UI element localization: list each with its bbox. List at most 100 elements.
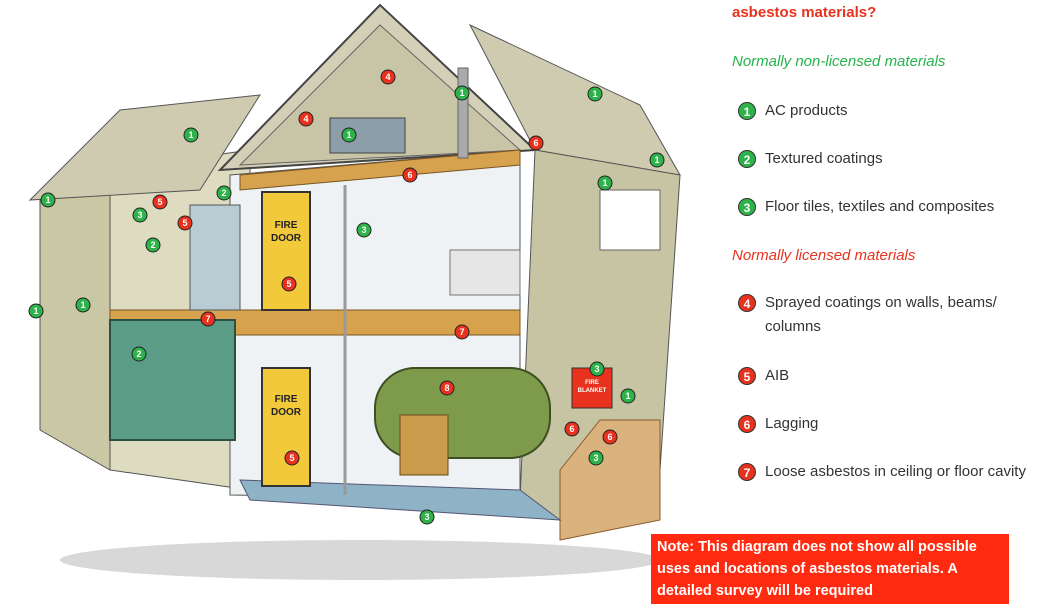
svg-text:6: 6 bbox=[407, 170, 412, 180]
marker-6: 6 bbox=[402, 167, 418, 183]
legend-item-label: Sprayed coatings on walls, beams/ column… bbox=[765, 294, 997, 335]
legend-number-badge: 5 bbox=[738, 367, 756, 385]
legend-item-5: 5 AIB bbox=[738, 364, 1028, 388]
svg-text:6: 6 bbox=[533, 138, 538, 148]
legend-item-6: 6 Lagging bbox=[738, 412, 1028, 436]
svg-text:8: 8 bbox=[444, 383, 449, 393]
svg-text:5: 5 bbox=[286, 279, 291, 289]
svg-text:4: 4 bbox=[303, 114, 308, 124]
svg-text:2: 2 bbox=[221, 188, 226, 198]
marker-5: 5 bbox=[177, 215, 193, 231]
legend-number-badge: 1 bbox=[738, 102, 756, 120]
svg-text:1: 1 bbox=[625, 391, 630, 401]
svg-text:1: 1 bbox=[45, 195, 50, 205]
svg-text:2: 2 bbox=[136, 349, 141, 359]
wooden-cabinet bbox=[399, 414, 449, 476]
diagram-markers: 1 1 1 1 1 1 1 1 1 1 2 2 2 3 3 3 3 3 4 4 … bbox=[28, 69, 665, 525]
marker-1: 1 bbox=[620, 388, 636, 404]
legend-number-badge: 6 bbox=[738, 415, 756, 433]
marker-1: 1 bbox=[28, 303, 44, 319]
svg-text:1: 1 bbox=[592, 89, 597, 99]
legend-item-4: 4 Sprayed coatings on walls, beams/ colu… bbox=[738, 291, 1028, 339]
attic-floor-joists bbox=[239, 149, 521, 191]
marker-4: 4 bbox=[380, 69, 396, 85]
svg-text:5: 5 bbox=[157, 197, 162, 207]
legend-panel: asbestos materials? Normally non-license… bbox=[720, 0, 1037, 604]
svg-text:FIRE: FIRE bbox=[275, 220, 298, 231]
legend-item-label: AC products bbox=[765, 102, 848, 119]
svg-text:1: 1 bbox=[346, 130, 351, 140]
marker-3: 3 bbox=[419, 509, 435, 525]
house-illustration: FIRE DOOR FIRE DOOR FIRE BLANKET 1 1 1 1… bbox=[28, 3, 681, 580]
marker-1: 1 bbox=[341, 127, 357, 143]
fire-blanket: FIRE BLANKET bbox=[571, 367, 613, 409]
svg-text:DOOR: DOOR bbox=[271, 233, 302, 244]
marker-2: 2 bbox=[216, 185, 232, 201]
svg-text:5: 5 bbox=[182, 218, 187, 228]
marker-1: 1 bbox=[183, 127, 199, 143]
ground-shadow bbox=[60, 540, 660, 580]
svg-text:DOOR: DOOR bbox=[271, 407, 302, 418]
svg-text:1: 1 bbox=[459, 88, 464, 98]
svg-text:1: 1 bbox=[80, 300, 85, 310]
svg-text:BLANKET: BLANKET bbox=[578, 388, 607, 394]
marker-3: 3 bbox=[588, 450, 604, 466]
left-wing-roof bbox=[28, 94, 261, 201]
svg-text:4: 4 bbox=[385, 72, 390, 82]
marker-1: 1 bbox=[454, 85, 470, 101]
marker-7: 7 bbox=[454, 324, 470, 340]
flue-pipe bbox=[457, 67, 469, 159]
legend-item-1: 1 AC products bbox=[738, 99, 1028, 123]
svg-text:1: 1 bbox=[188, 130, 193, 140]
marker-5: 5 bbox=[284, 450, 300, 466]
marker-5: 5 bbox=[152, 194, 168, 210]
marker-3: 3 bbox=[356, 222, 372, 238]
right-wing-window bbox=[599, 189, 661, 251]
marker-5: 5 bbox=[281, 276, 297, 292]
svg-text:1: 1 bbox=[654, 155, 659, 165]
svg-text:FIRE: FIRE bbox=[275, 394, 298, 405]
svg-text:6: 6 bbox=[607, 432, 612, 442]
licensed-heading: Normally licensed materials bbox=[732, 247, 916, 264]
marker-1: 1 bbox=[75, 297, 91, 313]
left-wing-side-wall bbox=[39, 169, 111, 471]
non-licensed-heading: Normally non-licensed materials bbox=[732, 53, 946, 70]
svg-text:5: 5 bbox=[289, 453, 294, 463]
brick-base-right bbox=[559, 419, 661, 541]
legend-item-3: 3 Floor tiles, textiles and composites bbox=[738, 195, 1028, 219]
legend-item-7: 7 Loose asbestos in ceiling or floor cav… bbox=[738, 460, 1028, 484]
svg-text:FIRE: FIRE bbox=[585, 380, 599, 386]
legend-number-badge: 3 bbox=[738, 198, 756, 216]
marker-8: 8 bbox=[439, 380, 455, 396]
svg-text:7: 7 bbox=[459, 327, 464, 337]
ground-floor-tiles bbox=[239, 479, 562, 521]
marker-6: 6 bbox=[602, 429, 618, 445]
svg-text:3: 3 bbox=[424, 512, 429, 522]
svg-text:3: 3 bbox=[137, 210, 142, 220]
svg-text:6: 6 bbox=[569, 424, 574, 434]
radiator bbox=[449, 249, 521, 296]
svg-text:3: 3 bbox=[593, 453, 598, 463]
legend-item-2: 2 Textured coatings bbox=[738, 147, 1028, 171]
legend-item-label: AIB bbox=[765, 367, 790, 384]
svg-text:1: 1 bbox=[602, 178, 607, 188]
fire-door-lower: FIRE DOOR bbox=[261, 367, 311, 487]
svg-text:2: 2 bbox=[150, 240, 155, 250]
svg-text:3: 3 bbox=[361, 225, 366, 235]
marker-6: 6 bbox=[528, 135, 544, 151]
legend-number-badge: 2 bbox=[738, 150, 756, 168]
disclaimer-note: Note: This diagram does not show all pos… bbox=[651, 534, 1009, 604]
legend-number-badge: 7 bbox=[738, 463, 756, 481]
marker-1: 1 bbox=[40, 192, 56, 208]
marker-1: 1 bbox=[587, 86, 603, 102]
marker-1: 1 bbox=[597, 175, 613, 191]
svg-text:1: 1 bbox=[33, 306, 38, 316]
marker-1: 1 bbox=[649, 152, 665, 168]
attic-water-tank bbox=[329, 117, 406, 154]
attic-space bbox=[238, 24, 522, 166]
legend-item-label: Textured coatings bbox=[765, 150, 883, 167]
marker-3: 3 bbox=[132, 207, 148, 223]
legend-item-label: Floor tiles, textiles and composites bbox=[765, 198, 995, 215]
svg-text:3: 3 bbox=[594, 364, 599, 374]
marker-3: 3 bbox=[589, 361, 605, 377]
